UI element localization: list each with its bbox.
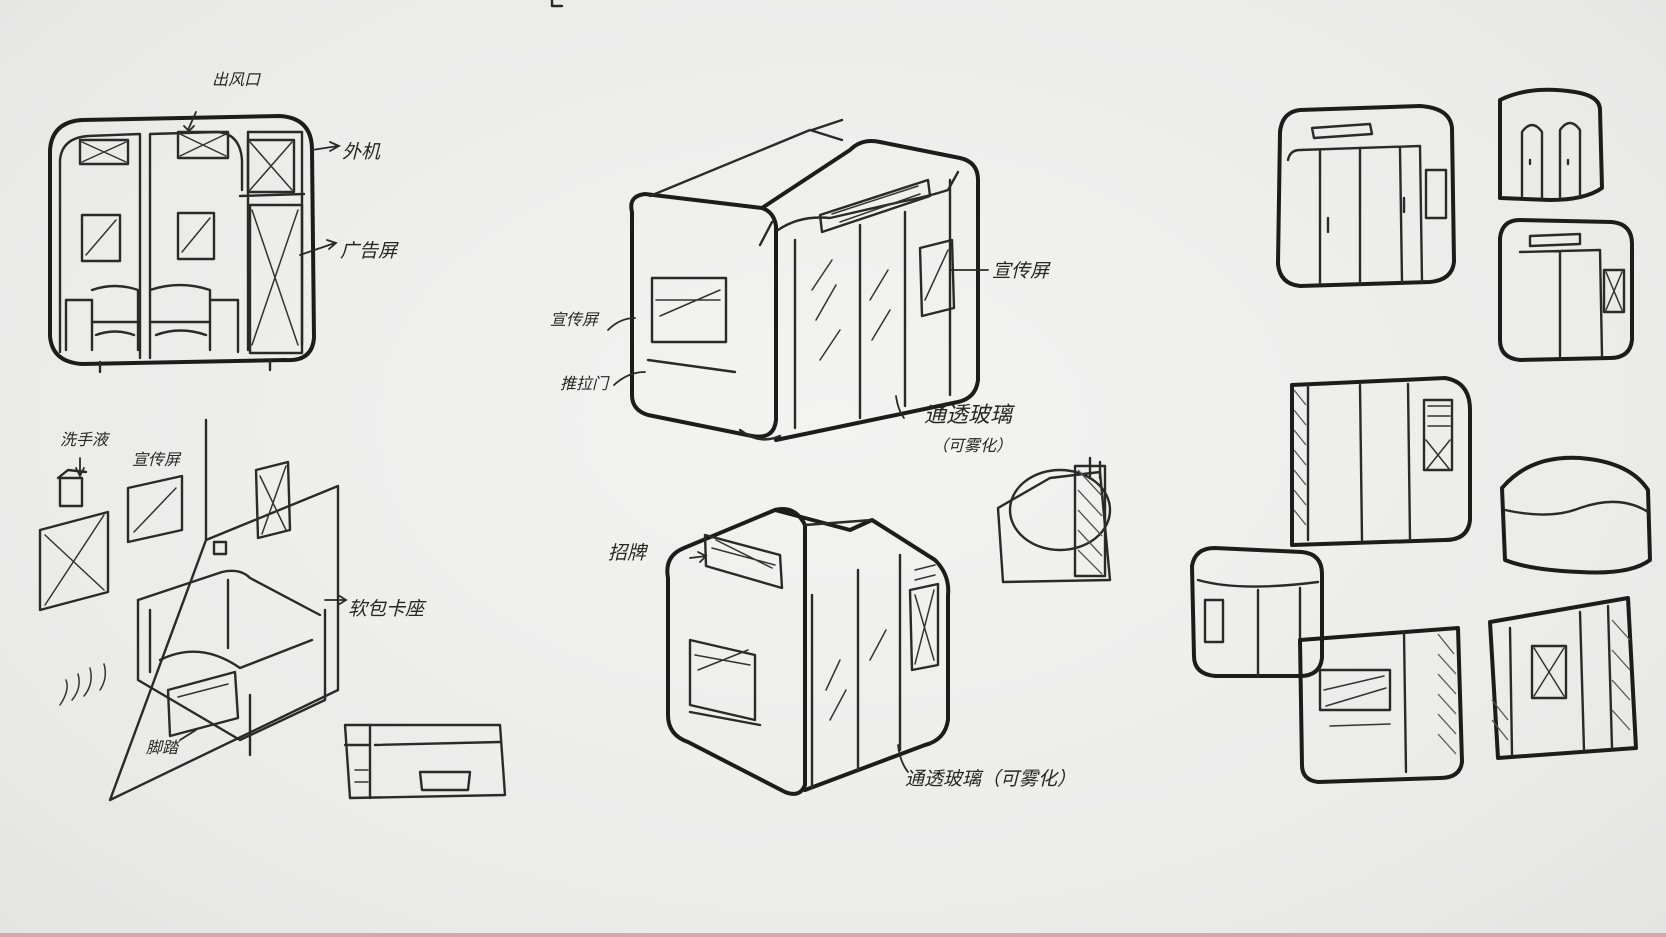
detail-sketch	[996, 456, 1112, 584]
variant-sketch-2	[1498, 87, 1604, 202]
variant-sketch-7	[1298, 626, 1464, 784]
label-footrest: 脚踏	[146, 738, 179, 757]
label-ad-screen-4: 宣传屏	[992, 260, 1050, 282]
label-ad-screen-2: 宣传屏	[132, 450, 181, 469]
variant-sketch-1	[1276, 104, 1456, 288]
variant-sketch-5	[1500, 455, 1652, 575]
label-signboard: 招牌	[608, 542, 647, 564]
label-glass-1: 通透玻璃	[924, 403, 1013, 428]
label-ad-screen-3: 宣传屏	[550, 310, 599, 329]
pitched-roof-kiosk-sketch	[665, 507, 951, 796]
label-push-handle: 推拉门	[560, 374, 609, 393]
variant-sketch-4	[1290, 376, 1472, 547]
bottom-edge-bar	[0, 933, 1666, 937]
variant-sketch-3	[1498, 218, 1634, 362]
interior-sketch	[38, 418, 507, 802]
label-soft-sofa: 软包卡座	[348, 598, 425, 620]
variant-sketch-8	[1488, 596, 1638, 760]
label-ad-screen-1: 广告屏	[340, 240, 398, 262]
variant-sketch-6	[1190, 546, 1324, 678]
top-edge-mark	[550, 0, 564, 8]
label-air-outlet: 出风口	[212, 70, 261, 89]
label-hand-sanitizer: 洗手液	[60, 430, 109, 449]
label-glass-2: 通透玻璃（可雾化）	[905, 768, 1077, 790]
kiosk-3d-sketch	[607, 118, 989, 442]
label-glass-1-note: （可雾化）	[932, 436, 1013, 455]
front-elevation-sketch	[48, 111, 342, 374]
label-outdoor-unit: 外机	[342, 141, 381, 163]
